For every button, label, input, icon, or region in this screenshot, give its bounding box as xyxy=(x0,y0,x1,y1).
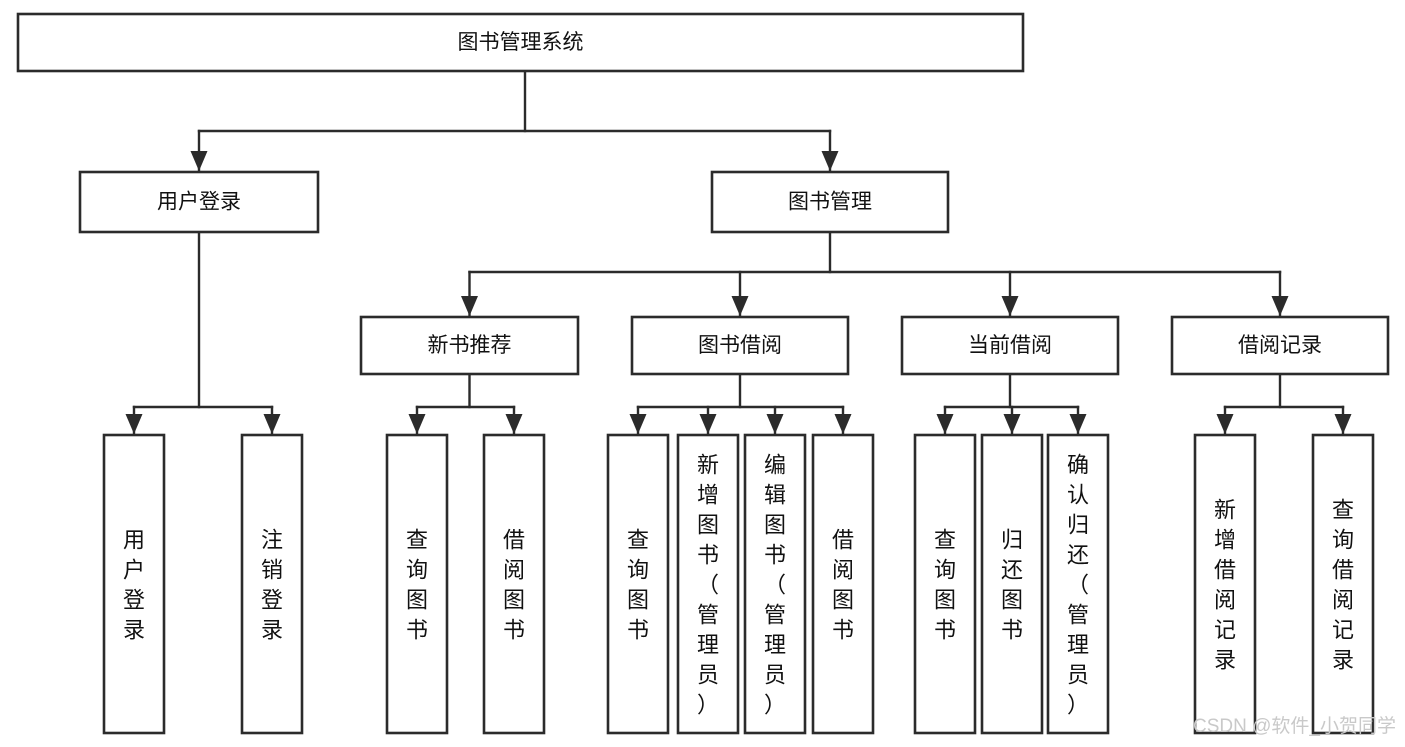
arrow-leaf-query-book-borrow xyxy=(629,414,647,434)
node-label-leaf-add-book-admin: 新增图书（管理员） xyxy=(697,452,719,717)
node-box-leaf-query-borrow-record xyxy=(1311,433,1375,735)
node-root[interactable]: 图书管理系统 xyxy=(16,12,1025,73)
node-leaf-logout-login[interactable]: 注销登录 xyxy=(240,433,304,735)
arrow-leaf-query-borrow-record xyxy=(1334,414,1352,434)
node-leaf-add-book-admin[interactable]: 新增图书（管理员） xyxy=(676,433,740,735)
node-box-user-login xyxy=(78,170,320,234)
node-box-leaf-borrow-book xyxy=(811,433,875,735)
arrow-leaf-add-borrow-record xyxy=(1216,414,1234,434)
node-leaf-query-book-rec[interactable]: 查询图书 xyxy=(385,433,449,735)
node-box-current-borrow xyxy=(900,315,1120,376)
node-label-leaf-query-book-rec: 查询图书 xyxy=(406,527,428,642)
node-box-leaf-add-book-admin xyxy=(676,433,740,735)
node-layer: 图书管理系统用户登录图书管理新书推荐图书借阅当前借阅借阅记录用户登录注销登录查询… xyxy=(16,12,1390,735)
arrow-current-borrow xyxy=(1001,296,1019,316)
node-current-borrow[interactable]: 当前借阅 xyxy=(900,315,1120,376)
arrow-book-manage xyxy=(821,151,839,171)
node-label-leaf-borrow-book-rec: 借阅图书 xyxy=(503,527,525,642)
arrow-leaf-logout-login xyxy=(263,414,281,434)
node-leaf-confirm-return-admin[interactable]: 确认归还（管理员） xyxy=(1046,433,1110,735)
node-label-leaf-return-book: 归还图书 xyxy=(1001,527,1023,642)
node-box-leaf-borrow-book-rec xyxy=(482,433,546,735)
csdn-watermark: CSDN @软件_小贺同学 xyxy=(1193,715,1396,737)
node-box-leaf-user-login xyxy=(102,433,166,735)
node-leaf-query-book-borrow[interactable]: 查询图书 xyxy=(606,433,670,735)
node-box-book-borrow xyxy=(630,315,850,376)
node-box-leaf-return-book xyxy=(980,433,1044,735)
node-leaf-query-borrow-record[interactable]: 查询借阅记录 xyxy=(1311,433,1375,735)
node-label-book-borrow: 图书借阅 xyxy=(698,334,782,357)
arrow-leaf-user-login xyxy=(125,414,143,434)
node-label-leaf-user-login: 用户登录 xyxy=(123,527,145,642)
node-label-leaf-confirm-return-admin: 确认归还（管理员） xyxy=(1067,452,1089,717)
node-leaf-add-borrow-record[interactable]: 新增借阅记录 xyxy=(1193,433,1257,735)
node-book-borrow[interactable]: 图书借阅 xyxy=(630,315,850,376)
node-box-leaf-confirm-return-admin xyxy=(1046,433,1110,735)
arrow-user-login xyxy=(190,151,208,171)
arrow-leaf-add-book-admin xyxy=(699,414,717,434)
node-box-leaf-query-book-current xyxy=(913,433,977,735)
node-label-leaf-edit-book-admin: 编辑图书（管理员） xyxy=(764,452,786,717)
node-label-borrow-record: 借阅记录 xyxy=(1238,334,1322,357)
node-label-leaf-query-book-current: 查询图书 xyxy=(934,527,956,642)
node-box-new-book-recommend xyxy=(359,315,580,376)
node-label-user-login: 用户登录 xyxy=(157,191,241,214)
node-user-login[interactable]: 用户登录 xyxy=(78,170,320,234)
arrow-leaf-query-book-rec xyxy=(408,414,426,434)
node-leaf-query-book-current[interactable]: 查询图书 xyxy=(913,433,977,735)
node-leaf-borrow-book-rec[interactable]: 借阅图书 xyxy=(482,433,546,735)
node-borrow-record[interactable]: 借阅记录 xyxy=(1170,315,1390,376)
node-label-leaf-query-book-borrow: 查询图书 xyxy=(627,527,649,642)
node-box-leaf-query-book-borrow xyxy=(606,433,670,735)
node-label-new-book-recommend: 新书推荐 xyxy=(428,334,512,357)
node-label-current-borrow: 当前借阅 xyxy=(968,334,1052,357)
node-label-root: 图书管理系统 xyxy=(458,31,584,54)
node-leaf-edit-book-admin[interactable]: 编辑图书（管理员） xyxy=(743,433,807,735)
node-book-manage[interactable]: 图书管理 xyxy=(710,170,950,234)
node-box-root xyxy=(16,12,1025,73)
arrow-leaf-borrow-book xyxy=(834,414,852,434)
node-leaf-user-login[interactable]: 用户登录 xyxy=(102,433,166,735)
node-box-borrow-record xyxy=(1170,315,1390,376)
node-label-leaf-logout-login: 注销登录 xyxy=(261,527,283,642)
arrow-leaf-edit-book-admin xyxy=(766,414,784,434)
arrow-leaf-return-book xyxy=(1003,414,1021,434)
node-label-leaf-add-borrow-record: 新增借阅记录 xyxy=(1214,497,1236,672)
node-leaf-return-book[interactable]: 归还图书 xyxy=(980,433,1044,735)
connector-layer xyxy=(125,69,1352,436)
arrow-leaf-borrow-book-rec xyxy=(505,414,523,434)
arrow-leaf-confirm-return-admin xyxy=(1069,414,1087,434)
arrow-borrow-record xyxy=(1271,296,1289,316)
node-box-leaf-query-book-rec xyxy=(385,433,449,735)
node-new-book-recommend[interactable]: 新书推荐 xyxy=(359,315,580,376)
node-label-book-manage: 图书管理 xyxy=(788,191,872,214)
arrow-leaf-query-book-current xyxy=(936,414,954,434)
node-label-leaf-query-borrow-record: 查询借阅记录 xyxy=(1332,497,1354,672)
node-box-leaf-add-borrow-record xyxy=(1193,433,1257,735)
node-label-leaf-borrow-book: 借阅图书 xyxy=(832,527,854,642)
node-box-leaf-logout-login xyxy=(240,433,304,735)
node-box-book-manage xyxy=(710,170,950,234)
arrow-new-book-recommend xyxy=(461,296,478,316)
arrow-book-borrow xyxy=(731,296,749,316)
node-box-leaf-edit-book-admin xyxy=(743,433,807,735)
node-leaf-borrow-book[interactable]: 借阅图书 xyxy=(811,433,875,735)
